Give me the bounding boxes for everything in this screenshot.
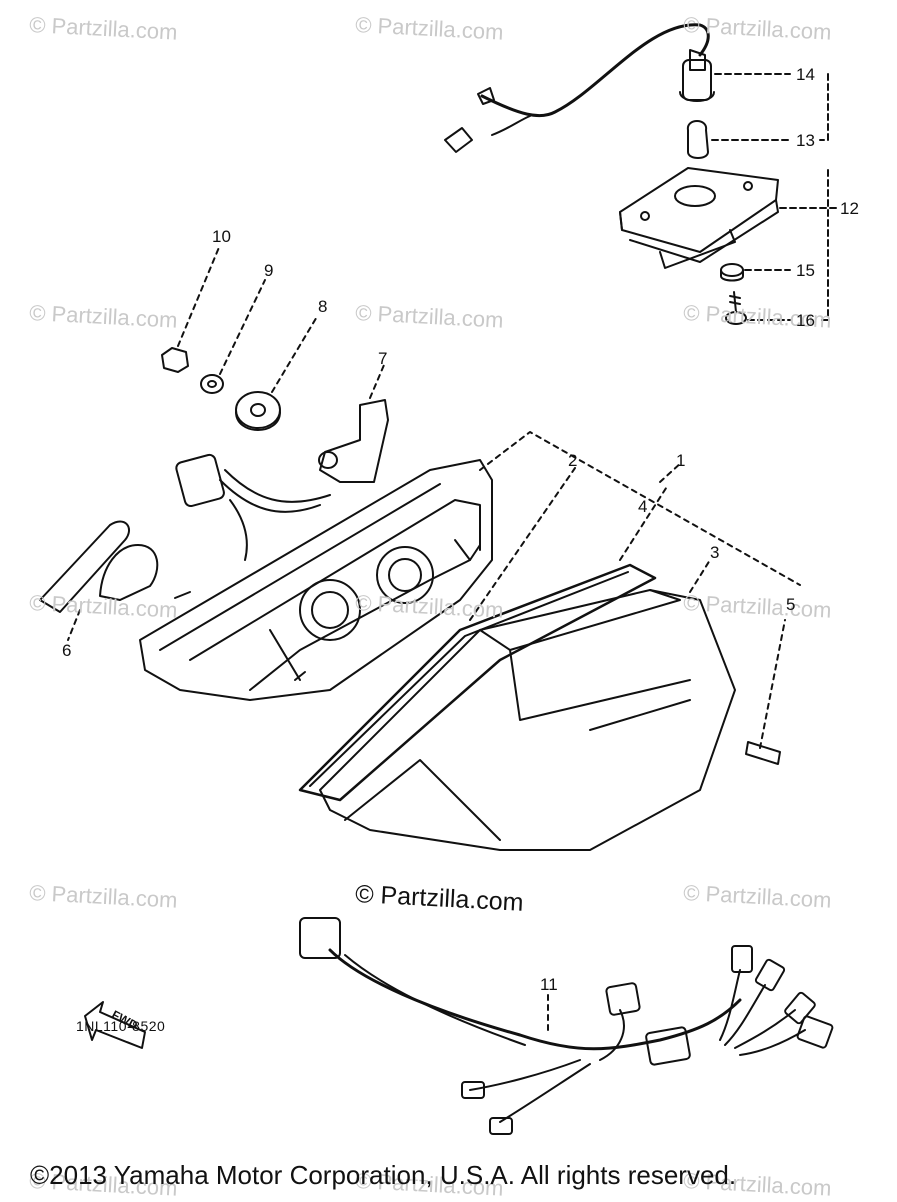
part-9-washer [200, 279, 266, 394]
tail-light-base [139, 453, 493, 701]
callout-1: 1 [676, 451, 686, 470]
part-8-grommet [235, 314, 319, 431]
part-12-housing [619, 167, 837, 269]
callout-9: 9 [264, 261, 274, 280]
callout-3: 3 [710, 543, 720, 562]
part-10-nut [161, 244, 221, 373]
callout-15: 15 [796, 261, 815, 280]
part-5-screw [745, 619, 786, 765]
callout-2: 2 [568, 451, 578, 470]
part-13-bulb [686, 120, 791, 159]
callout-5: 5 [786, 595, 796, 614]
fwd-arrow-icon [84, 1001, 146, 1049]
part-15-nut [720, 263, 791, 282]
callout-7: 7 [378, 349, 388, 368]
callout-16: 16 [796, 311, 815, 330]
callout-12: 12 [840, 199, 859, 218]
part-6-cover [39, 520, 159, 641]
callout-6: 6 [62, 641, 72, 660]
diagram-code: 1NL110-8520 [76, 1018, 166, 1034]
part-7-bracket [318, 364, 389, 483]
copyright-notice: ©2013 Yamaha Motor Corporation, U.S.A. A… [30, 1160, 737, 1190]
callout-4: 4 [638, 497, 648, 516]
part-11-harness [299, 917, 834, 1135]
callout-13: 13 [796, 131, 815, 150]
callout-8: 8 [318, 297, 328, 316]
part-14-socket [444, 23, 791, 153]
callout-11: 11 [540, 975, 558, 994]
part-16-screw [725, 291, 791, 325]
callout-10: 10 [212, 227, 231, 246]
callout-14: 14 [796, 65, 815, 84]
part-3-lens [319, 559, 736, 851]
part-4-gasket [298, 484, 669, 802]
